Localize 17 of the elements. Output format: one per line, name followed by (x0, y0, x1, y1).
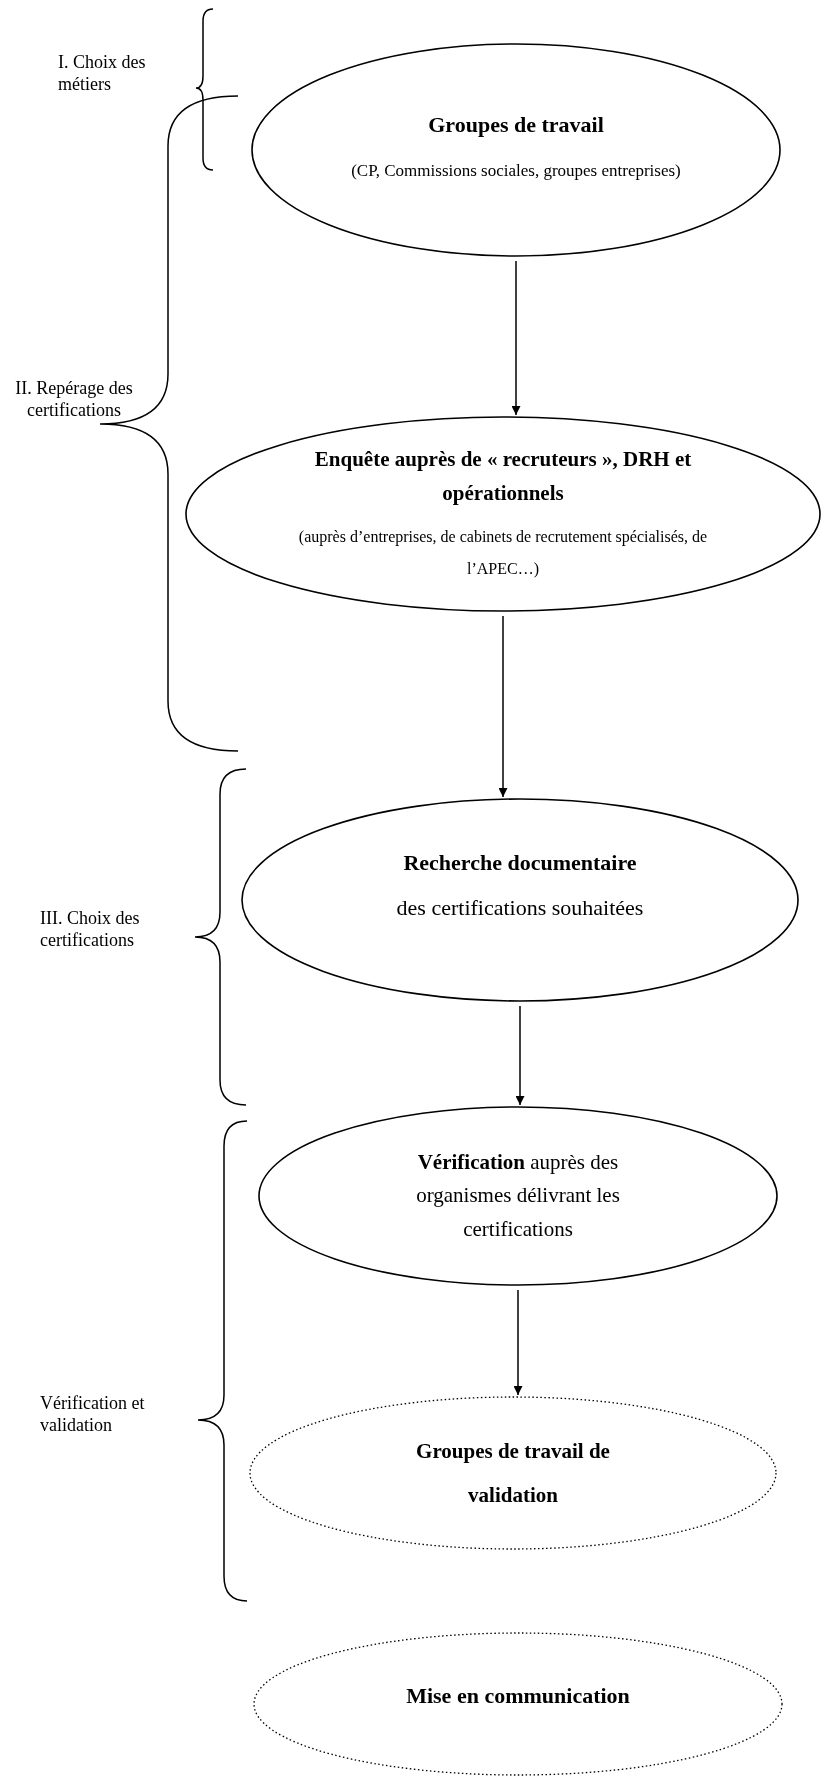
heading-text: Recherche documentaire (403, 849, 637, 878)
description-text: des certifications souhaitées (396, 894, 644, 922)
phase-label: III. Choix des certifications (40, 908, 141, 952)
phase-label: Vérification et validation (40, 1393, 146, 1437)
step-text: Groupes de travail de validation (415, 1437, 611, 1509)
phase-label: II. Repérage des certifications (14, 378, 134, 422)
heading-text: Groupes de travail (428, 110, 604, 139)
arrow (511, 260, 521, 416)
description-text: (CP, Commissions sociales, groupes entreprises) (351, 160, 681, 183)
arrow (513, 1289, 523, 1396)
arrow (498, 615, 508, 798)
step-text: Mise en communication (406, 1681, 630, 1710)
phase-label: I. Choix des métiers (58, 52, 147, 96)
heading-text: Enquête auprès de « recruteurs », DRH et opérationnels (313, 446, 693, 507)
arrow (515, 1005, 525, 1106)
description-text: (auprès d’entreprises, de cabinets de recrutement spécialisés, de l’APEC…) (297, 526, 709, 580)
step-text: Vérification auprès des organismes délivrant les certifications (415, 1148, 621, 1243)
